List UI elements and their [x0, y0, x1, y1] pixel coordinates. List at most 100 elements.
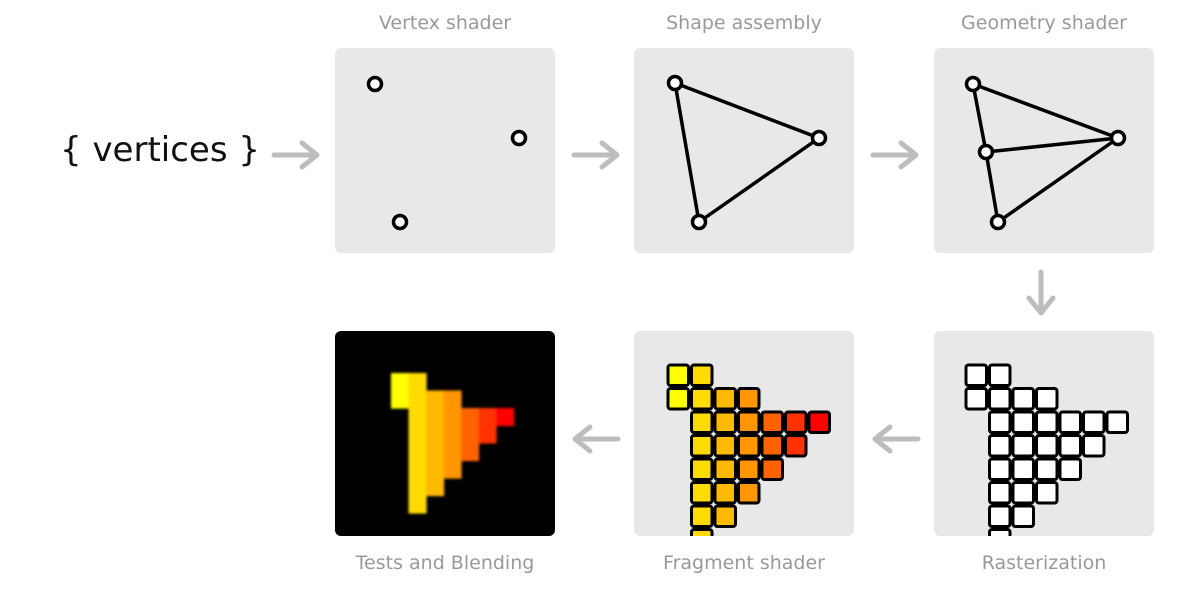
fragment-cell: [690, 481, 714, 505]
raster-cell: [988, 434, 1012, 458]
arrow-left-icon: [572, 424, 621, 454]
vertex-point: [989, 213, 1007, 231]
fragment-cell: [713, 481, 737, 505]
rasterization-title: Rasterization: [981, 552, 1107, 574]
blended-pixel: [408, 408, 427, 427]
blended-pixel: [426, 390, 445, 409]
arrow-left-icon: [872, 424, 921, 454]
raster-cell: [1035, 481, 1059, 505]
raster-cell: [1058, 434, 1082, 458]
raster-cell: [964, 363, 988, 387]
blended-pixel: [443, 390, 462, 409]
tests-blending-panel: [335, 331, 555, 536]
raster-cell: [988, 504, 1012, 528]
vertex-point: [1109, 129, 1127, 147]
raster-cell: [988, 363, 1012, 387]
fragment-cell: [666, 387, 690, 411]
fragment-cell: [737, 481, 761, 505]
blended-pixel: [443, 425, 462, 444]
blended-pixel: [408, 495, 427, 514]
blended-pixel: [391, 390, 410, 409]
fragment-cell: [760, 457, 784, 481]
vertex-point: [366, 75, 384, 93]
vertex-point: [964, 75, 982, 93]
fragment-cell: [713, 410, 737, 434]
fragment-cell: [690, 457, 714, 481]
fragment-cell: [690, 528, 714, 536]
vertices-label: { vertices }: [60, 130, 260, 170]
rasterization-panel: [934, 331, 1154, 536]
geometry-triangles: [964, 75, 1127, 231]
fragment-cell: [760, 410, 784, 434]
shape-assembly-panel: [634, 48, 854, 253]
blended-pixel: [426, 443, 445, 462]
raster-cell: [1035, 387, 1059, 411]
fragment-cell: [713, 457, 737, 481]
fragment-cell: [690, 434, 714, 458]
blended-pixel: [496, 408, 515, 427]
assembled-triangle: [666, 74, 828, 231]
blended-pixel: [408, 425, 427, 444]
fragment-cell: [807, 410, 831, 434]
vertex-point: [666, 74, 684, 92]
blended-shape: [391, 373, 515, 514]
arrow-down-icon: [1026, 269, 1056, 316]
vertex-point: [690, 213, 708, 231]
vertex-point: [510, 129, 528, 147]
blended-pixel: [461, 443, 480, 462]
fragment-grid: [666, 363, 831, 536]
raster-cell: [1105, 410, 1129, 434]
blended-pixel: [443, 408, 462, 427]
raster-cell: [1082, 434, 1106, 458]
raster-cell: [1011, 457, 1035, 481]
vertex-shader-panel: [335, 48, 555, 253]
fragment-cell: [713, 504, 737, 528]
raster-cell: [988, 387, 1012, 411]
vertex-shader-title: Vertex shader: [378, 12, 512, 34]
fragment-cell: [690, 410, 714, 434]
fragment-cell: [737, 387, 761, 411]
fragment-cell: [690, 504, 714, 528]
blended-pixel: [461, 425, 480, 444]
raster-cell: [1011, 434, 1035, 458]
fragment-cell: [737, 434, 761, 458]
blended-pixel: [426, 408, 445, 427]
raster-cell: [1058, 457, 1082, 481]
fragment-cell: [690, 387, 714, 411]
raster-cell: [988, 457, 1012, 481]
raster-cell: [1035, 457, 1059, 481]
geometry-shader-panel: [934, 48, 1154, 253]
fragment-cell: [666, 363, 690, 387]
raster-cell: [1011, 387, 1035, 411]
tests-blending-title: Tests and Blending: [355, 552, 535, 574]
fragment-shader-title: Fragment shader: [663, 552, 825, 574]
fragment-cell: [737, 457, 761, 481]
blended-pixel: [478, 425, 497, 444]
blended-pixel: [408, 478, 427, 497]
raster-cell: [1082, 410, 1106, 434]
raster-cell: [1035, 410, 1059, 434]
blended-pixel: [426, 425, 445, 444]
blended-pixel: [408, 390, 427, 409]
raster-cell: [1035, 434, 1059, 458]
blended-pixel: [426, 460, 445, 479]
fragment-cell: [713, 434, 737, 458]
raster-cell: [1011, 481, 1035, 505]
vertex-points: [366, 75, 528, 231]
fragment-cell: [784, 434, 808, 458]
raster-cell: [988, 481, 1012, 505]
raster-cell: [988, 528, 1012, 536]
fragment-cell: [690, 363, 714, 387]
fragment-cell: [760, 434, 784, 458]
blended-pixel: [461, 408, 480, 427]
raster-cell: [1011, 410, 1035, 434]
arrow-right-icon: [870, 140, 919, 170]
raster-cell: [1058, 410, 1082, 434]
vertex-point: [810, 129, 828, 147]
blended-pixel: [426, 478, 445, 497]
blended-pixel: [408, 460, 427, 479]
blended-fragments: [391, 373, 515, 514]
blended-pixel: [443, 443, 462, 462]
arrow-right-icon: [571, 140, 620, 170]
fragment-cell: [713, 387, 737, 411]
